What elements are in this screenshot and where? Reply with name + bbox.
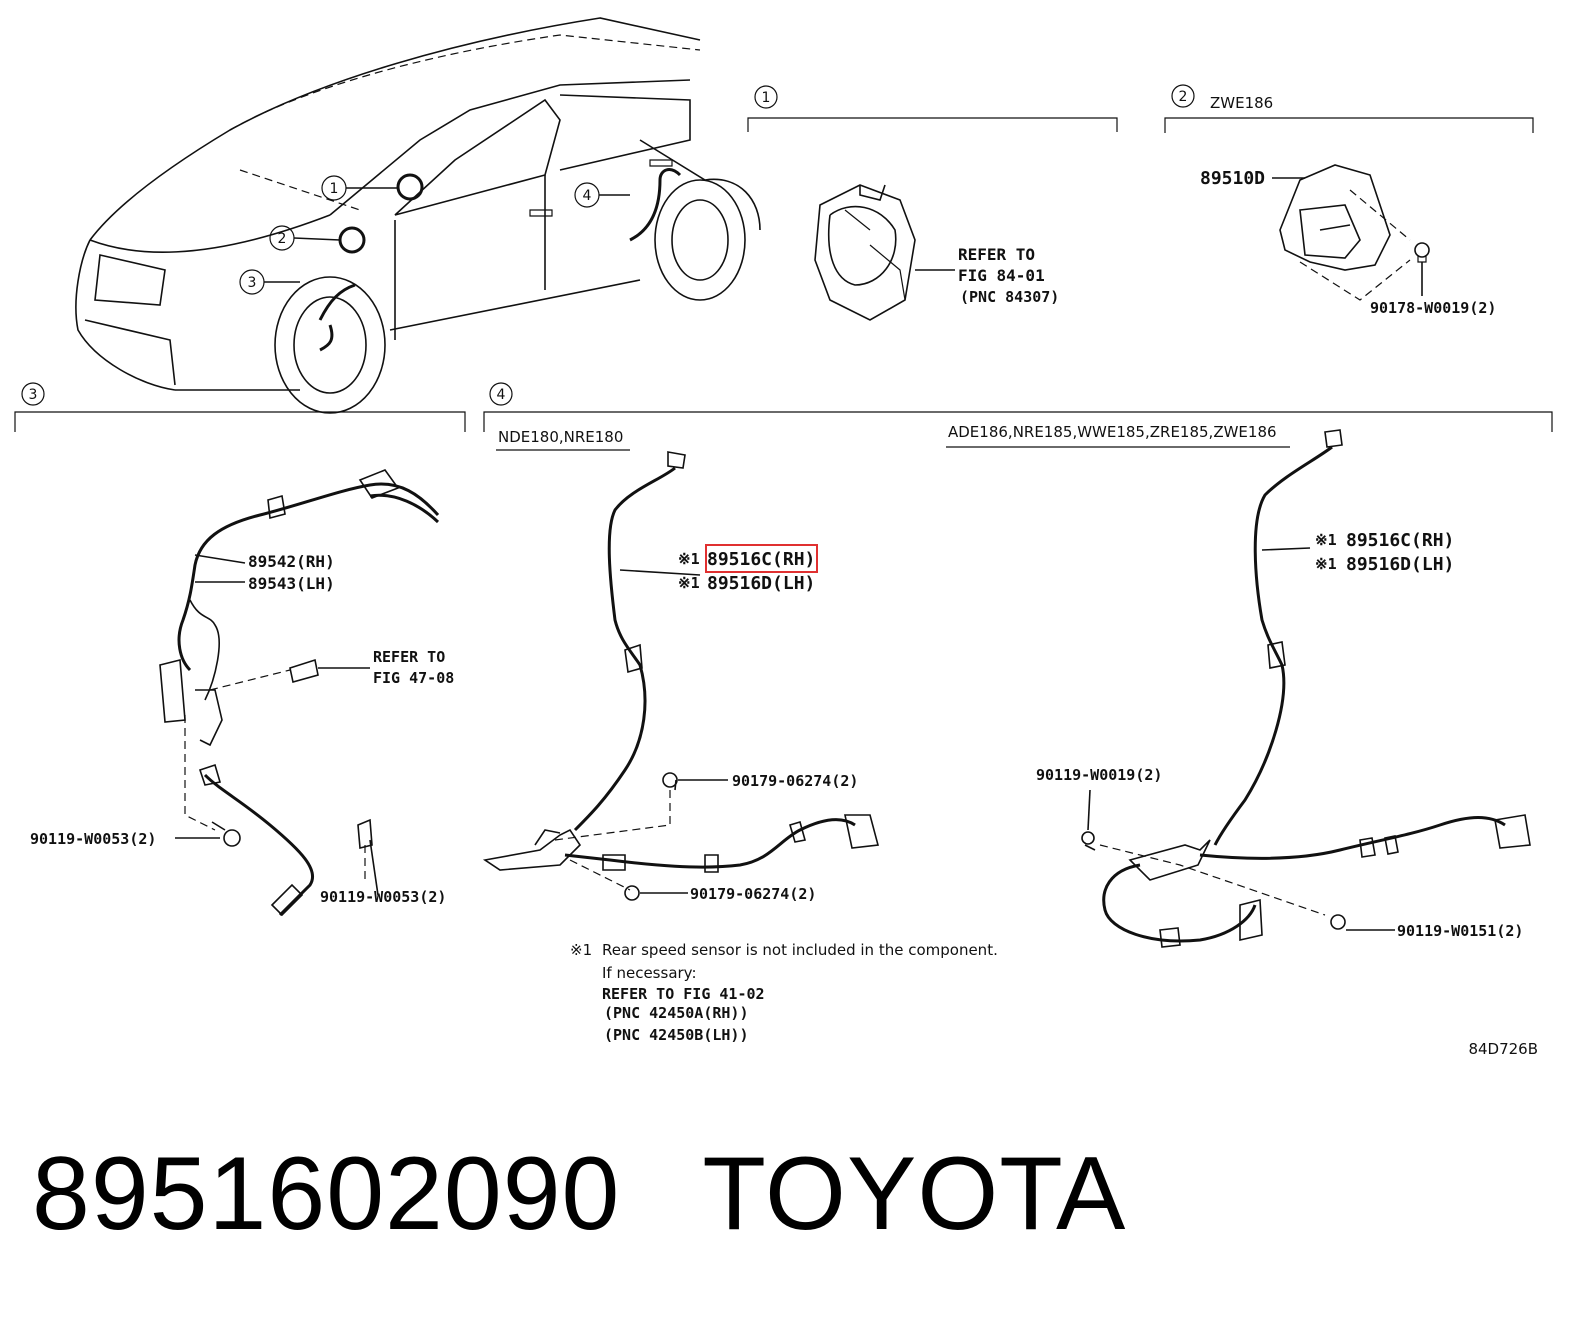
- s4-a-nut-bottom: 90179-06274(2): [690, 885, 816, 903]
- yaw-sensor-part: [1272, 164, 1430, 301]
- s4-mark-a1: ※1: [678, 550, 700, 568]
- section-3-header: 3: [14, 382, 466, 432]
- section-4-header: 4: [483, 382, 1553, 432]
- note-line3: REFER TO FIG 41-02: [602, 985, 765, 1003]
- s4-b-bolt-left: 90119-W0019(2): [1036, 766, 1162, 784]
- s2-variant: ZWE186: [1210, 94, 1273, 112]
- car-callout-4: 4: [574, 182, 600, 208]
- s4-variant-b: ADE186,NRE185,WWE185,ZRE185,ZWE186: [948, 423, 1277, 441]
- s4-b-part-lh: 89516D(LH): [1346, 554, 1454, 575]
- s4-a-part-rh: 89516C(RH): [707, 549, 815, 570]
- s4-a-nut-top: 90179-06274(2): [732, 772, 858, 790]
- note-line5: (PNC 42450B(LH)): [604, 1026, 749, 1044]
- s4-b-part-rh: 89516C(RH): [1346, 530, 1454, 551]
- footnote: ※1 Rear speed sensor is not included in …: [570, 941, 998, 1044]
- brand-name: TOYOTA: [702, 1136, 1127, 1252]
- car-callout-1: 1: [321, 175, 347, 201]
- s4-b-bolt-right: 90119-W0151(2): [1397, 922, 1523, 940]
- s3-part-rh: 89542(RH): [248, 552, 335, 571]
- front-sensor-harness: [159, 469, 440, 917]
- s2-part-nut: 90178-W0019(2): [1370, 299, 1496, 317]
- svg-text:4: 4: [583, 188, 592, 204]
- s4-mark-a2: ※1: [678, 574, 700, 592]
- svg-text:2: 2: [1179, 89, 1188, 105]
- s4-variant-a: NDE180,NRE180: [498, 428, 623, 446]
- note-line4: (PNC 42450A(RH)): [604, 1004, 749, 1022]
- svg-text:4: 4: [497, 387, 506, 403]
- svg-text:2: 2: [278, 231, 287, 247]
- product-caption: 8951602090 TOYOTA: [32, 1135, 1126, 1254]
- note-line1: Rear speed sensor is not included in the…: [602, 941, 998, 959]
- s1-refer-line2: FIG 84-01: [958, 266, 1045, 285]
- svg-text:1: 1: [330, 181, 339, 197]
- s3-bolt-left: 90119-W0053(2): [30, 830, 156, 848]
- note-line2: If necessary:: [602, 964, 697, 982]
- s1-refer-line1: REFER TO: [958, 245, 1035, 264]
- part-number: 8951602090: [32, 1136, 621, 1252]
- s3-refer-line2: FIG 47-08: [373, 669, 454, 687]
- svg-text:3: 3: [29, 387, 38, 403]
- section-2-header: 2 ZWE186: [1164, 84, 1534, 133]
- rear-harness-variant-a: [482, 451, 880, 901]
- figure-code: 84D726B: [1468, 1040, 1538, 1058]
- highlight-box: [705, 544, 818, 573]
- svg-text:3: 3: [248, 275, 257, 291]
- s3-part-lh: 89543(LH): [248, 574, 335, 593]
- s4-mark-b2: ※1: [1315, 555, 1337, 573]
- car-illustration: [75, 17, 761, 414]
- rear-harness-variant-b: [1081, 429, 1531, 948]
- s4-mark-b1: ※1: [1315, 531, 1337, 549]
- s3-refer-line1: REFER TO: [373, 648, 445, 666]
- s4-a-part-lh: 89516D(LH): [707, 573, 815, 594]
- note-mark: ※1: [570, 941, 592, 959]
- car-callout-2: 2: [269, 225, 295, 251]
- section-1-header: 1: [747, 85, 1118, 132]
- s2-part-main: 89510D: [1200, 168, 1265, 189]
- spiral-cable-part: [814, 184, 955, 321]
- car-callout-3: 3: [239, 269, 265, 295]
- s1-refer-line3: (PNC 84307): [960, 288, 1059, 306]
- s3-bolt-right: 90119-W0053(2): [320, 888, 446, 906]
- svg-text:1: 1: [762, 90, 771, 106]
